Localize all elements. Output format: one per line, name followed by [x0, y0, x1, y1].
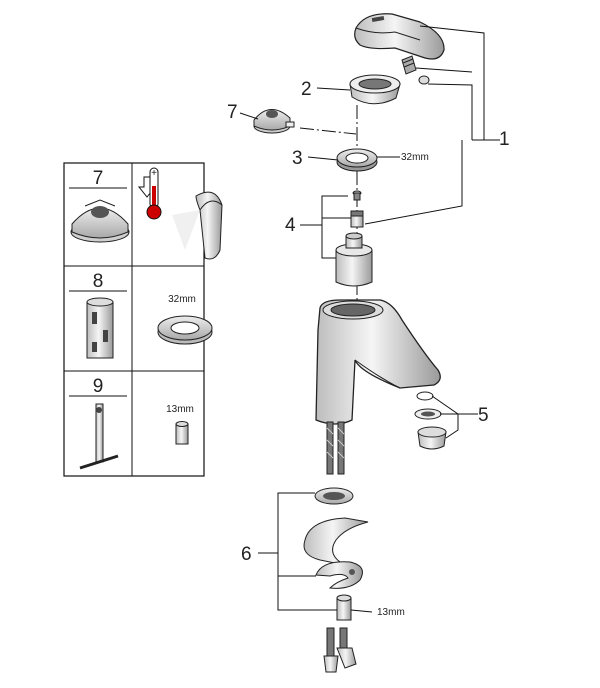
cartridge [335, 232, 373, 287]
socket-wrench-part [86, 297, 114, 359]
callout-2: 2 [301, 79, 312, 100]
callout-1: 1 [499, 129, 510, 150]
nut-dimension-label: 32mm [401, 152, 429, 163]
supply-hoses [326, 421, 345, 475]
svg-text:+: + [151, 168, 157, 179]
callout-leaders [239, 25, 500, 613]
hex-fitting-part [175, 421, 189, 445]
fixing-plate [315, 561, 363, 589]
callout-6: 6 [241, 544, 252, 565]
aerator [417, 426, 447, 450]
handle-adapter-part [70, 199, 130, 243]
table-row-number: 7 [93, 168, 104, 189]
handle-adapter [253, 109, 295, 134]
faucet-body [315, 299, 441, 425]
temperature-limiter-illustration: + [137, 167, 223, 260]
t-key-tool-part [79, 403, 119, 470]
fixing-bracket [303, 517, 369, 566]
callout-5: 5 [478, 405, 489, 426]
hose-ends [323, 627, 357, 673]
lever-handle [354, 13, 445, 60]
callout-4: 4 [285, 215, 296, 236]
cover-sleeve [349, 74, 401, 105]
table-dimension-label: 13mm [166, 404, 194, 415]
fixing-nut [336, 594, 352, 621]
spanner-nut [336, 148, 378, 172]
fitting-dimension-label: 13mm [377, 607, 405, 618]
spare-parts-table: 7 + 8 [63, 162, 223, 477]
table-row-8: 8 32mm [69, 271, 213, 359]
cartridge-stem [350, 210, 364, 228]
grub-screw [401, 55, 417, 75]
aerator-ring [414, 408, 442, 420]
aerator-seal [416, 391, 434, 401]
table-row-7: 7 + [69, 167, 223, 260]
table-row-number: 8 [93, 271, 104, 292]
screw-cap [418, 75, 430, 85]
spanner-nut-part [157, 315, 213, 345]
table-row-number: 9 [93, 376, 104, 397]
cartridge-screw [352, 190, 362, 201]
table-row-9: 9 13mm [69, 376, 194, 470]
callout-7: 7 [227, 102, 238, 123]
callout-3: 3 [292, 148, 303, 169]
fixing-washer [314, 487, 354, 505]
table-dimension-label: 32mm [168, 294, 196, 305]
